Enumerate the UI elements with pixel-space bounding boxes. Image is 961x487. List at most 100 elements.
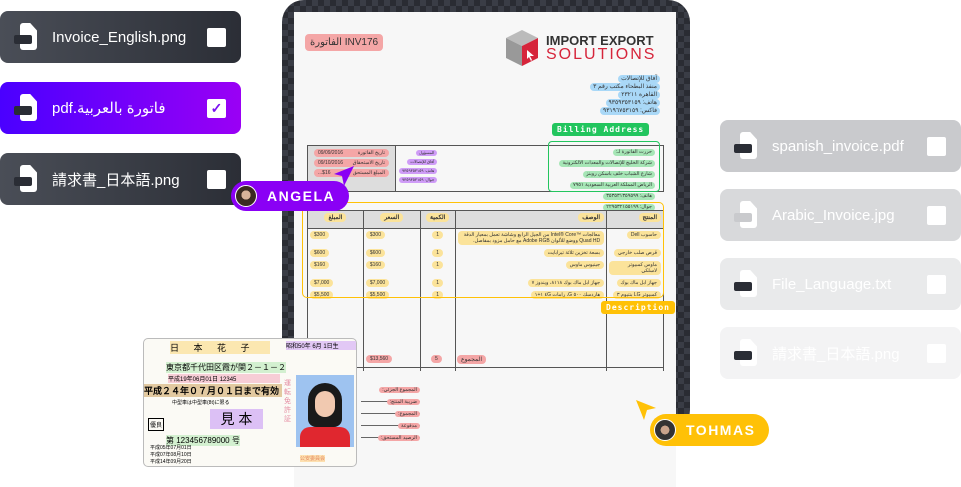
- date-label: المبلغ المستحق: [352, 170, 385, 176]
- total-label: المجموع: [457, 355, 486, 364]
- text-line: شارع الشباب خلف باسكن روبنز: [583, 171, 655, 178]
- cell-qty: 1: [432, 279, 444, 287]
- id-condition: 中型車は中型車(8t)に限る: [172, 400, 230, 406]
- file-checkbox[interactable]: [927, 206, 946, 225]
- file-icon: [14, 23, 38, 51]
- id-date: 平成07年08月10日: [150, 452, 192, 458]
- id-number: 第 123456789000 号: [166, 435, 240, 446]
- cell-amount: $160: [310, 261, 330, 269]
- text-line: فاكس: ٩٣١٩٦٧٥٣١٥٩: [600, 107, 660, 115]
- text-line: هاتف: ٩٣٥٩٣٥٣١٥٩: [605, 99, 660, 107]
- file-name: Arabic_Invoice.jpg: [772, 206, 895, 224]
- file-card[interactable]: spanish_invoice.pdf: [720, 120, 961, 172]
- table-row: $300 $300 1 معالجات ™Intel® Core من الجيل ا…: [307, 228, 664, 247]
- totals-row: $13,560 5 المجموع: [307, 352, 664, 368]
- cell-product: كمبيوتر LG بنتيوم ٣: [612, 291, 661, 299]
- text-line: المسؤول: [416, 150, 438, 156]
- file-card[interactable]: 請求書_日本語.png: [720, 327, 961, 379]
- cell-description: جينيوس ماوس: [565, 261, 605, 269]
- text-line: الرياض المملكة العربية السعودية ٧٩٥١: [569, 182, 655, 189]
- text-line: منفذ البطحاء مكتب رقم ٣: [590, 83, 660, 91]
- file-icon: [734, 132, 758, 160]
- user-badge-tohmas: TOHMAS: [650, 414, 770, 446]
- file-card[interactable]: Arabic_Invoice.jpg: [720, 189, 961, 241]
- angela-avatar: [235, 185, 257, 207]
- file-card[interactable]: File_Language.txt: [720, 258, 961, 310]
- billing-address-tag: Billing Address: [552, 123, 650, 136]
- text-line: آفاق للإتصالات: [407, 159, 438, 165]
- items-table: المبلغ السعر الكمية الوصف المنتج $300$30…: [307, 210, 664, 371]
- items-highlight: [302, 202, 664, 298]
- cube-logo-icon: [506, 30, 538, 66]
- billing-block: حررت الفاتورة لـ:شركة الخليج للإتصالات و…: [548, 141, 660, 211]
- file-checkbox[interactable]: [927, 137, 946, 156]
- cell-price: $600: [365, 249, 385, 257]
- id-birth: 昭和50年 6月 1日生: [286, 341, 356, 350]
- file-name: pdf.فاتورة بالعربية: [52, 100, 166, 117]
- date-value: 09/09/2016: [318, 150, 344, 156]
- cell-qty: 1: [432, 249, 444, 257]
- id-valid: 平成２４年０７月０１日まで有効: [144, 384, 282, 397]
- date-value: $16...: [318, 170, 331, 176]
- text-line: الرصيد المستحق:: [378, 435, 420, 441]
- id-photo: [296, 375, 354, 447]
- file-checkbox[interactable]: [927, 275, 946, 294]
- logo-line2: SOLUTIONS: [546, 45, 657, 63]
- header-product: المنتج: [638, 213, 661, 222]
- cell-product: ماوس كمبيوتر لاسلكي: [609, 261, 661, 275]
- cell-product: جهاز ابل ماك بوك: [616, 279, 661, 287]
- file-checkbox[interactable]: [207, 170, 226, 189]
- file-card[interactable]: Invoice_English.png: [0, 11, 241, 63]
- checkbox-checked[interactable]: ✓: [207, 99, 226, 118]
- date-label: تاريخ الاستحقاق: [352, 160, 385, 166]
- description-tag: Description: [601, 301, 675, 314]
- text-line: القاهرة ٢٣٢١١: [618, 91, 660, 99]
- date-label: تاريخ الفاتورة: [357, 150, 385, 156]
- date-value: 09/10/2016: [318, 160, 344, 166]
- file-card[interactable]: 請求書_日本語.png: [0, 153, 241, 205]
- cell-description: معالجات ™Intel® Core من الجيل الرابع وشا…: [457, 231, 605, 245]
- cell-price: $5,500: [365, 291, 390, 299]
- cell-amount: $7,000: [310, 279, 334, 287]
- summary-block: المجموع الجزئي:ضريبة المنتج:المجموع:مدفو…: [361, 378, 420, 441]
- invoice-number: الفاتورة INV176: [305, 34, 384, 51]
- file-checkbox[interactable]: [207, 28, 226, 47]
- id-issued: 平成19年06月01日 12345: [168, 374, 280, 383]
- text-line: هاتف: ٩٣٥٩٣٥٣١٥٩: [399, 168, 438, 174]
- date-row: تاريخ الاستحقاق 09/10/2016: [314, 159, 389, 167]
- text-line: المجموع:: [395, 411, 420, 417]
- cell-amount: $5,500: [310, 291, 334, 299]
- id-authority: 公安委員会: [300, 455, 326, 462]
- cell-amount: $300: [310, 231, 330, 239]
- id-dates: 平成05年07月01日平成07年08月10日平成14年09月20日: [150, 445, 192, 466]
- cell-description: جهاز ابل ماك بوك ٨١١٨، ويندوز ٧: [527, 279, 605, 287]
- date-row: المبلغ المستحق $16...: [314, 169, 389, 177]
- file-name: File_Language.txt: [772, 275, 892, 293]
- file-card[interactable]: pdf.فاتورة بالعربية ✓: [0, 82, 241, 134]
- file-checkbox[interactable]: [927, 344, 946, 363]
- id-sample: 見 本: [210, 409, 263, 429]
- logo-line1: IMPORT EXPORT: [546, 32, 654, 48]
- file-name: 請求書_日本語.png: [52, 171, 180, 189]
- file-icon: [14, 94, 38, 122]
- text-line: شركة الخليج للإتصالات والمعدات الالكترون…: [559, 160, 655, 167]
- angela-cursor-icon: [334, 166, 354, 186]
- cell-price: $300: [365, 231, 385, 239]
- header-description: الوصف: [578, 213, 605, 222]
- id-address: 東京都千代田区霞が関２－１－２: [166, 362, 286, 373]
- cell-qty: 1: [432, 231, 444, 239]
- user-name: ANGELA: [267, 188, 336, 204]
- id-date: 平成14年09月20日: [150, 459, 192, 465]
- text-line: ضريبة المنتج:: [386, 399, 420, 405]
- file-name: 請求書_日本語.png: [772, 345, 900, 363]
- text-line: هاتف: ٣٥٣٥٣١٣٥٩٥٩٩: [603, 193, 655, 200]
- header-price: السعر: [380, 213, 404, 222]
- cell-amount: $600: [310, 249, 330, 257]
- date-row: تاريخ الفاتورة 09/09/2016: [314, 149, 389, 157]
- id-title: 運転免許証: [284, 380, 291, 423]
